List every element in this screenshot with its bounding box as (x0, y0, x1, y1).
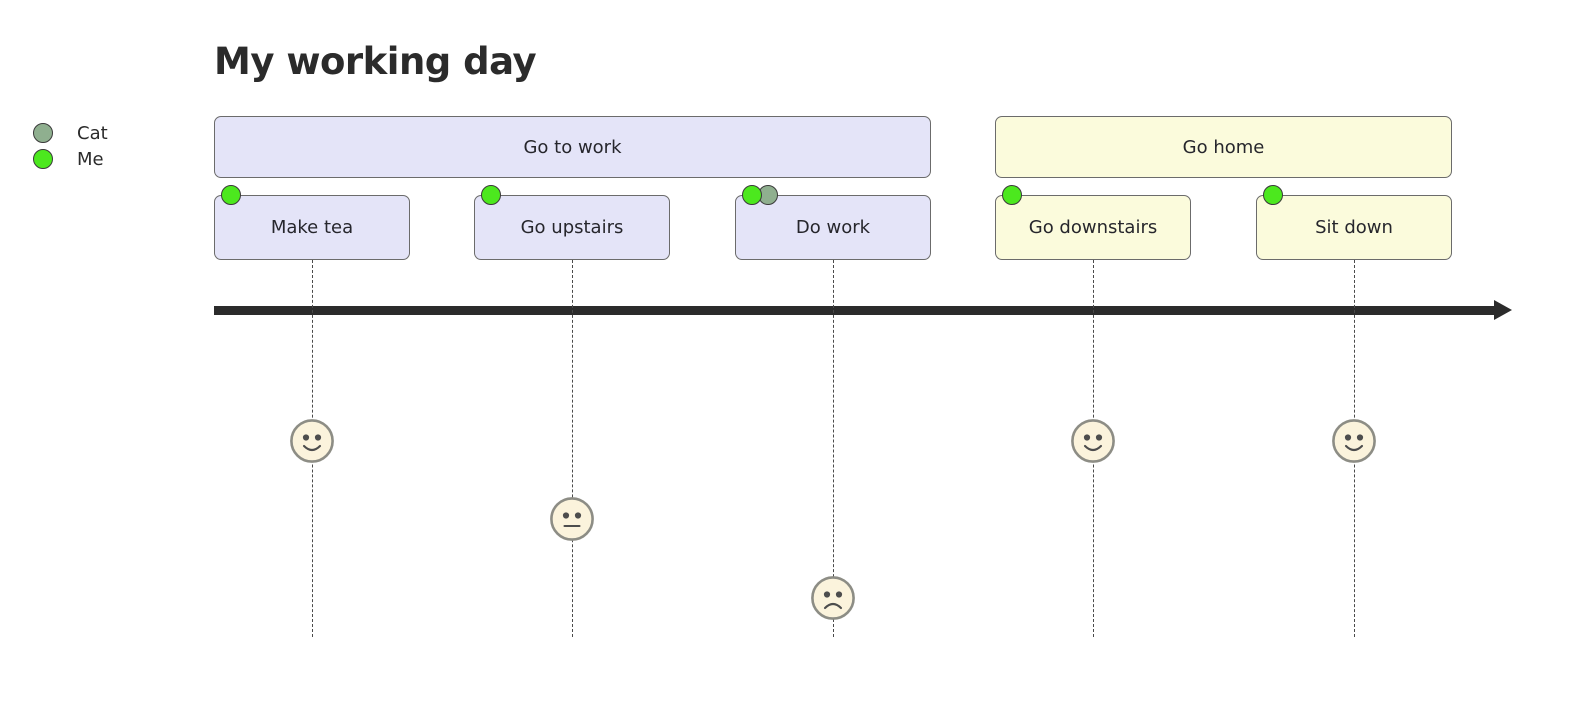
page-title: My working day (214, 40, 537, 83)
legend-item-me[interactable]: Me (33, 146, 183, 172)
sentiment-face-happy-go-downstairs[interactable] (1070, 418, 1116, 464)
sentiment-face-happy-make-tea[interactable] (289, 418, 335, 464)
task-bar-sit-down-label: Sit down (1315, 217, 1393, 238)
participant-marker-me-sit-down[interactable] (1263, 185, 1283, 205)
circle-marker-icon (33, 123, 53, 143)
dashed-connector-do-work (833, 260, 834, 637)
group-bar-go-home-label: Go home (1182, 136, 1265, 158)
timeline-axis-line (214, 306, 1496, 315)
sentiment-face-neutral-go-upstairs[interactable] (549, 496, 595, 542)
task-bar-do-work[interactable]: Do work (735, 195, 931, 260)
legend-item-cat[interactable]: Cat (33, 120, 183, 146)
legend-item-label: Me (77, 148, 104, 170)
group-bar-go-to-work-label: Go to work (523, 136, 622, 158)
timeline-arrow-head-icon (1494, 300, 1512, 320)
task-bar-go-downstairs-label: Go downstairs (1028, 217, 1158, 238)
group-bar-go-to-work[interactable]: Go to work (214, 116, 931, 178)
participant-marker-me-do-work[interactable] (742, 185, 762, 205)
task-bar-go-upstairs-label: Go upstairs (520, 217, 624, 238)
task-bar-go-upstairs[interactable]: Go upstairs (474, 195, 670, 260)
legend-item-label: Cat (77, 122, 108, 144)
task-bar-sit-down[interactable]: Sit down (1256, 195, 1452, 260)
sentiment-face-sad-do-work[interactable] (810, 575, 856, 621)
group-bar-go-home[interactable]: Go home (995, 116, 1452, 178)
task-bar-make-tea-label: Make tea (270, 217, 354, 238)
sentiment-face-happy-sit-down[interactable] (1331, 418, 1377, 464)
participant-marker-me-make-tea[interactable] (221, 185, 241, 205)
task-bar-go-downstairs[interactable]: Go downstairs (995, 195, 1191, 260)
participant-marker-me-go-upstairs[interactable] (481, 185, 501, 205)
task-bar-do-work-label: Do work (795, 217, 871, 238)
participant-marker-me-go-downstairs[interactable] (1002, 185, 1022, 205)
task-bar-make-tea[interactable]: Make tea (214, 195, 410, 260)
dashed-connector-go-upstairs (572, 260, 573, 637)
circle-marker-icon (33, 149, 53, 169)
